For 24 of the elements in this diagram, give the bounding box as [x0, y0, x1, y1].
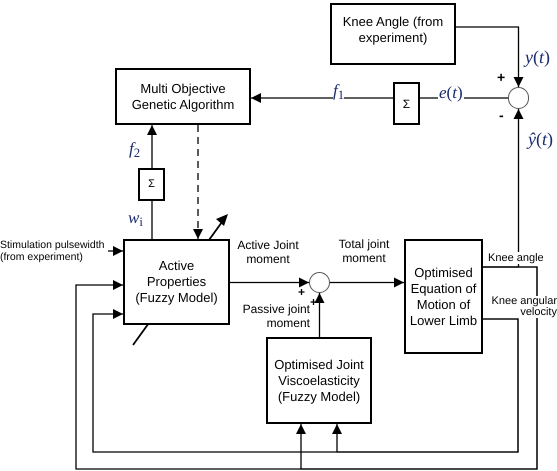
process-block: Knee Angle (from experiment) — [330, 3, 456, 65]
arrow — [314, 293, 324, 337]
arrow — [456, 26, 524, 87]
sign-label: + — [298, 286, 306, 298]
arrow — [332, 318, 519, 453]
arrow — [251, 93, 393, 103]
summation-block: Σ — [138, 168, 165, 201]
sign-label: + — [497, 70, 506, 84]
input-label: Stimulation pulsewidth (from experiment) — [0, 236, 108, 266]
arrow — [147, 125, 157, 168]
process-block: Multi Objective Genetic Algorithm — [115, 68, 251, 125]
arrow — [230, 278, 309, 288]
sign-label: - — [499, 108, 504, 122]
process-block: Optimised Equation of Motion of Lower Limb — [404, 239, 483, 354]
process-block: Optimised Joint Viscoelasticity (Fuzzy Model) — [266, 337, 372, 424]
arrow — [108, 246, 123, 256]
arrow — [296, 266, 538, 470]
signal-label: y(t) — [525, 48, 550, 66]
process-block: Active Properties (Fuzzy Model) — [123, 239, 230, 325]
arrow — [193, 125, 203, 239]
edge-label: Knee angle — [488, 252, 544, 264]
summation-block: Σ — [393, 82, 420, 125]
signal-label: ŷ(t) — [528, 130, 554, 148]
arrow — [330, 278, 404, 288]
